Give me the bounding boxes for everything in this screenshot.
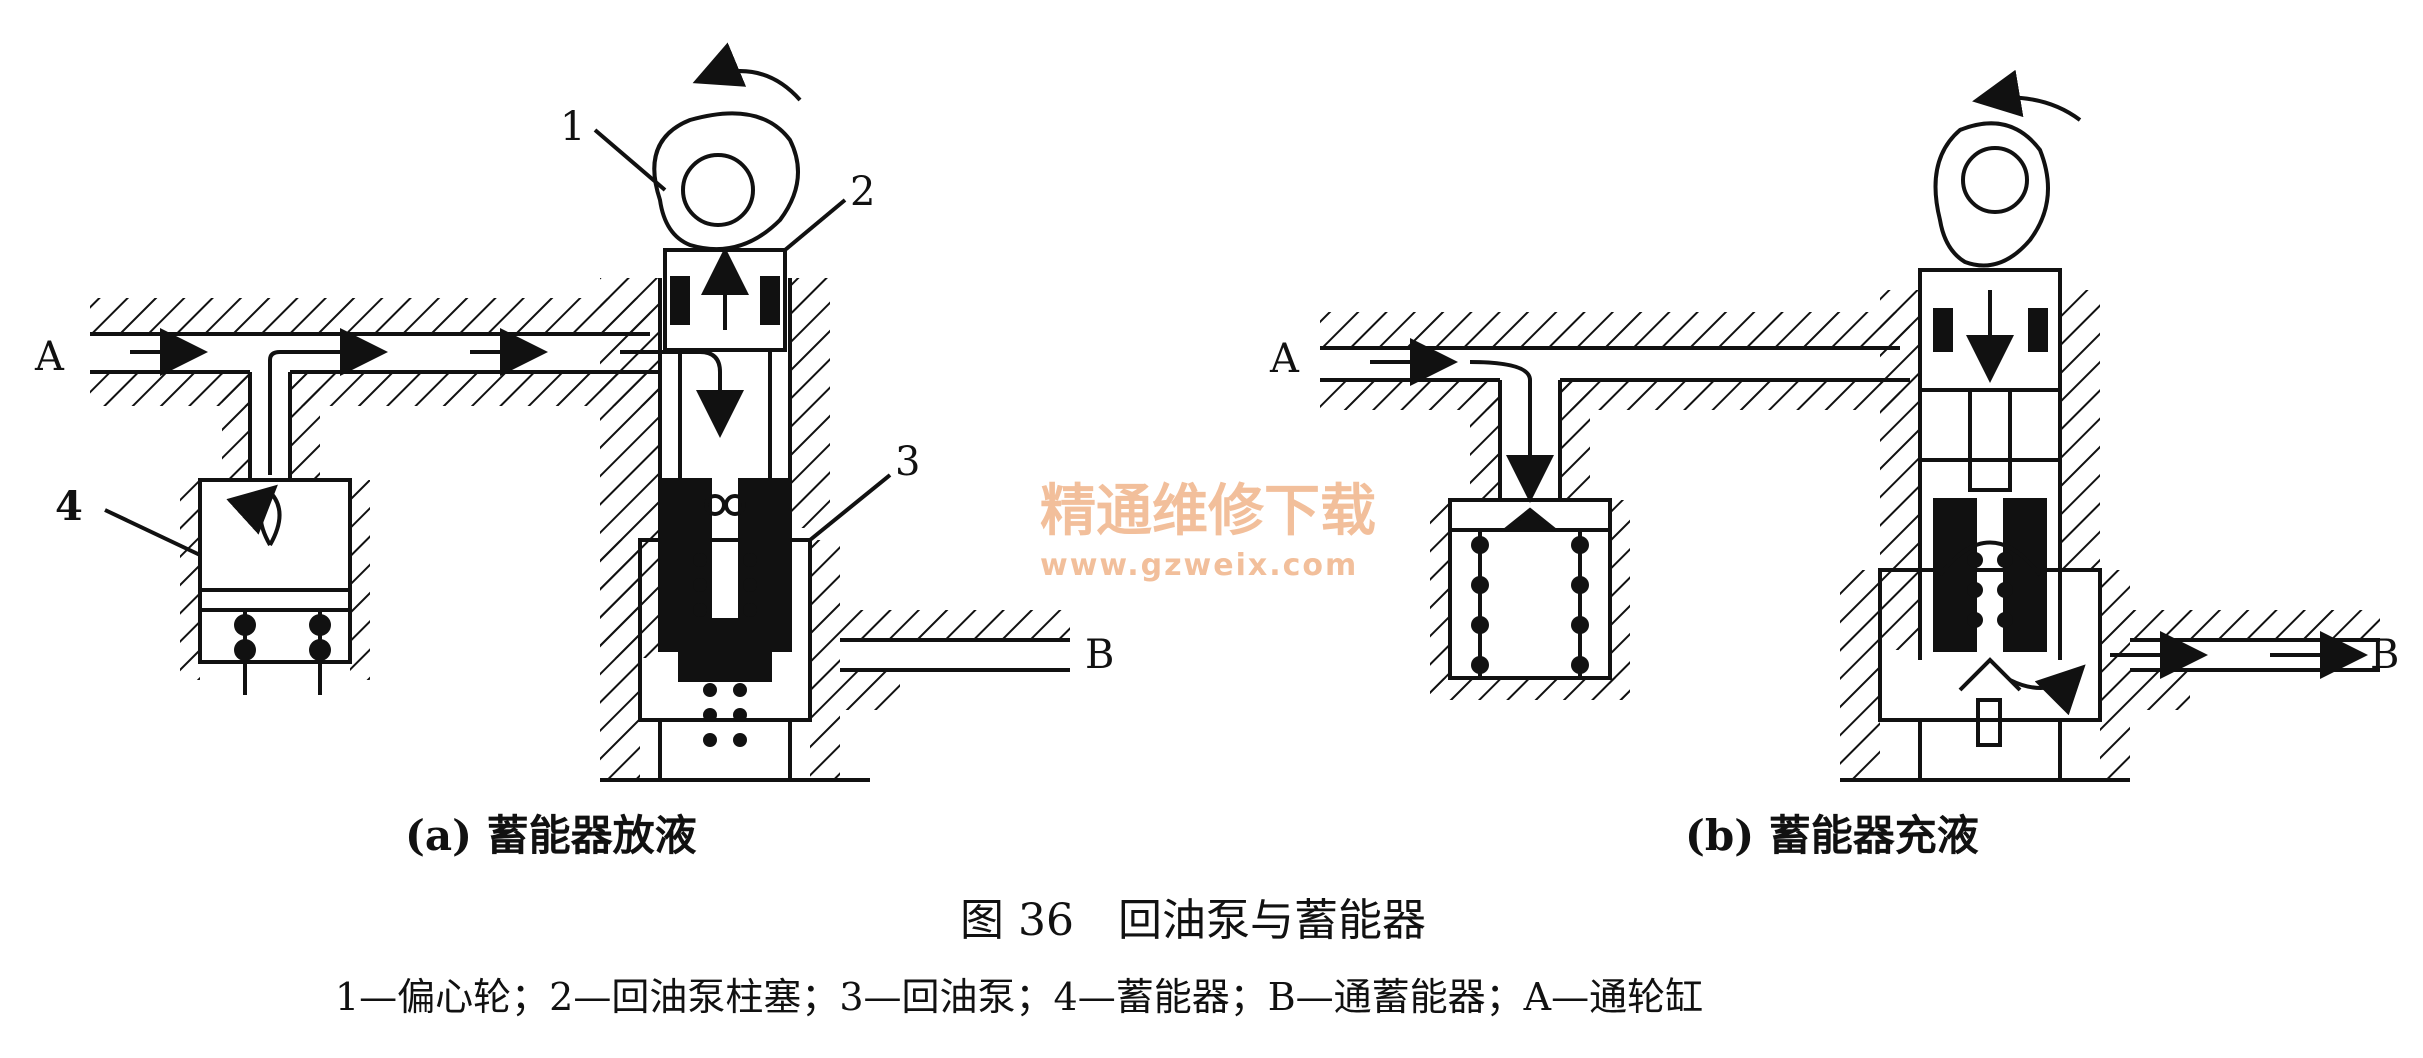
label-B-b: B xyxy=(2370,632,2399,678)
watermark-line1: 精通维修下载 xyxy=(1040,479,1376,544)
accumulator-b xyxy=(1430,498,1630,700)
figure-title: 图 36 回油泵与蓄能器 xyxy=(960,895,1426,946)
label-A-b: A xyxy=(1269,336,1300,382)
pump-b xyxy=(1840,268,2130,782)
callout-3: 3 xyxy=(895,439,920,485)
diagram-a xyxy=(90,42,1070,782)
label-B-a: B xyxy=(1085,632,1114,678)
callout-4: 4 xyxy=(55,483,83,530)
callout-2: 2 xyxy=(850,169,875,215)
eccentric-wheel-b xyxy=(1933,69,2082,268)
label-A-a: A xyxy=(34,334,65,380)
figure-legend: 1—偏心轮；2—回油泵柱塞；3—回油泵；4—蓄能器；B—通蓄能器；A—通轮缸 xyxy=(335,975,1703,1019)
eccentric-wheel-a xyxy=(652,42,802,252)
caption-a: (a) 蓄能器放液 xyxy=(405,811,697,860)
pump-a xyxy=(600,247,870,782)
caption-b: (b) 蓄能器充液 xyxy=(1685,811,1979,860)
pipe-bottom-wall-right-a xyxy=(290,372,660,406)
watermark-line2: www.gzweix.com xyxy=(1040,548,1358,583)
pipe-top-wall-a xyxy=(90,298,650,334)
accumulator-a xyxy=(180,478,370,695)
callout-1: 1 xyxy=(560,104,585,150)
diagram-b xyxy=(1320,69,2380,782)
